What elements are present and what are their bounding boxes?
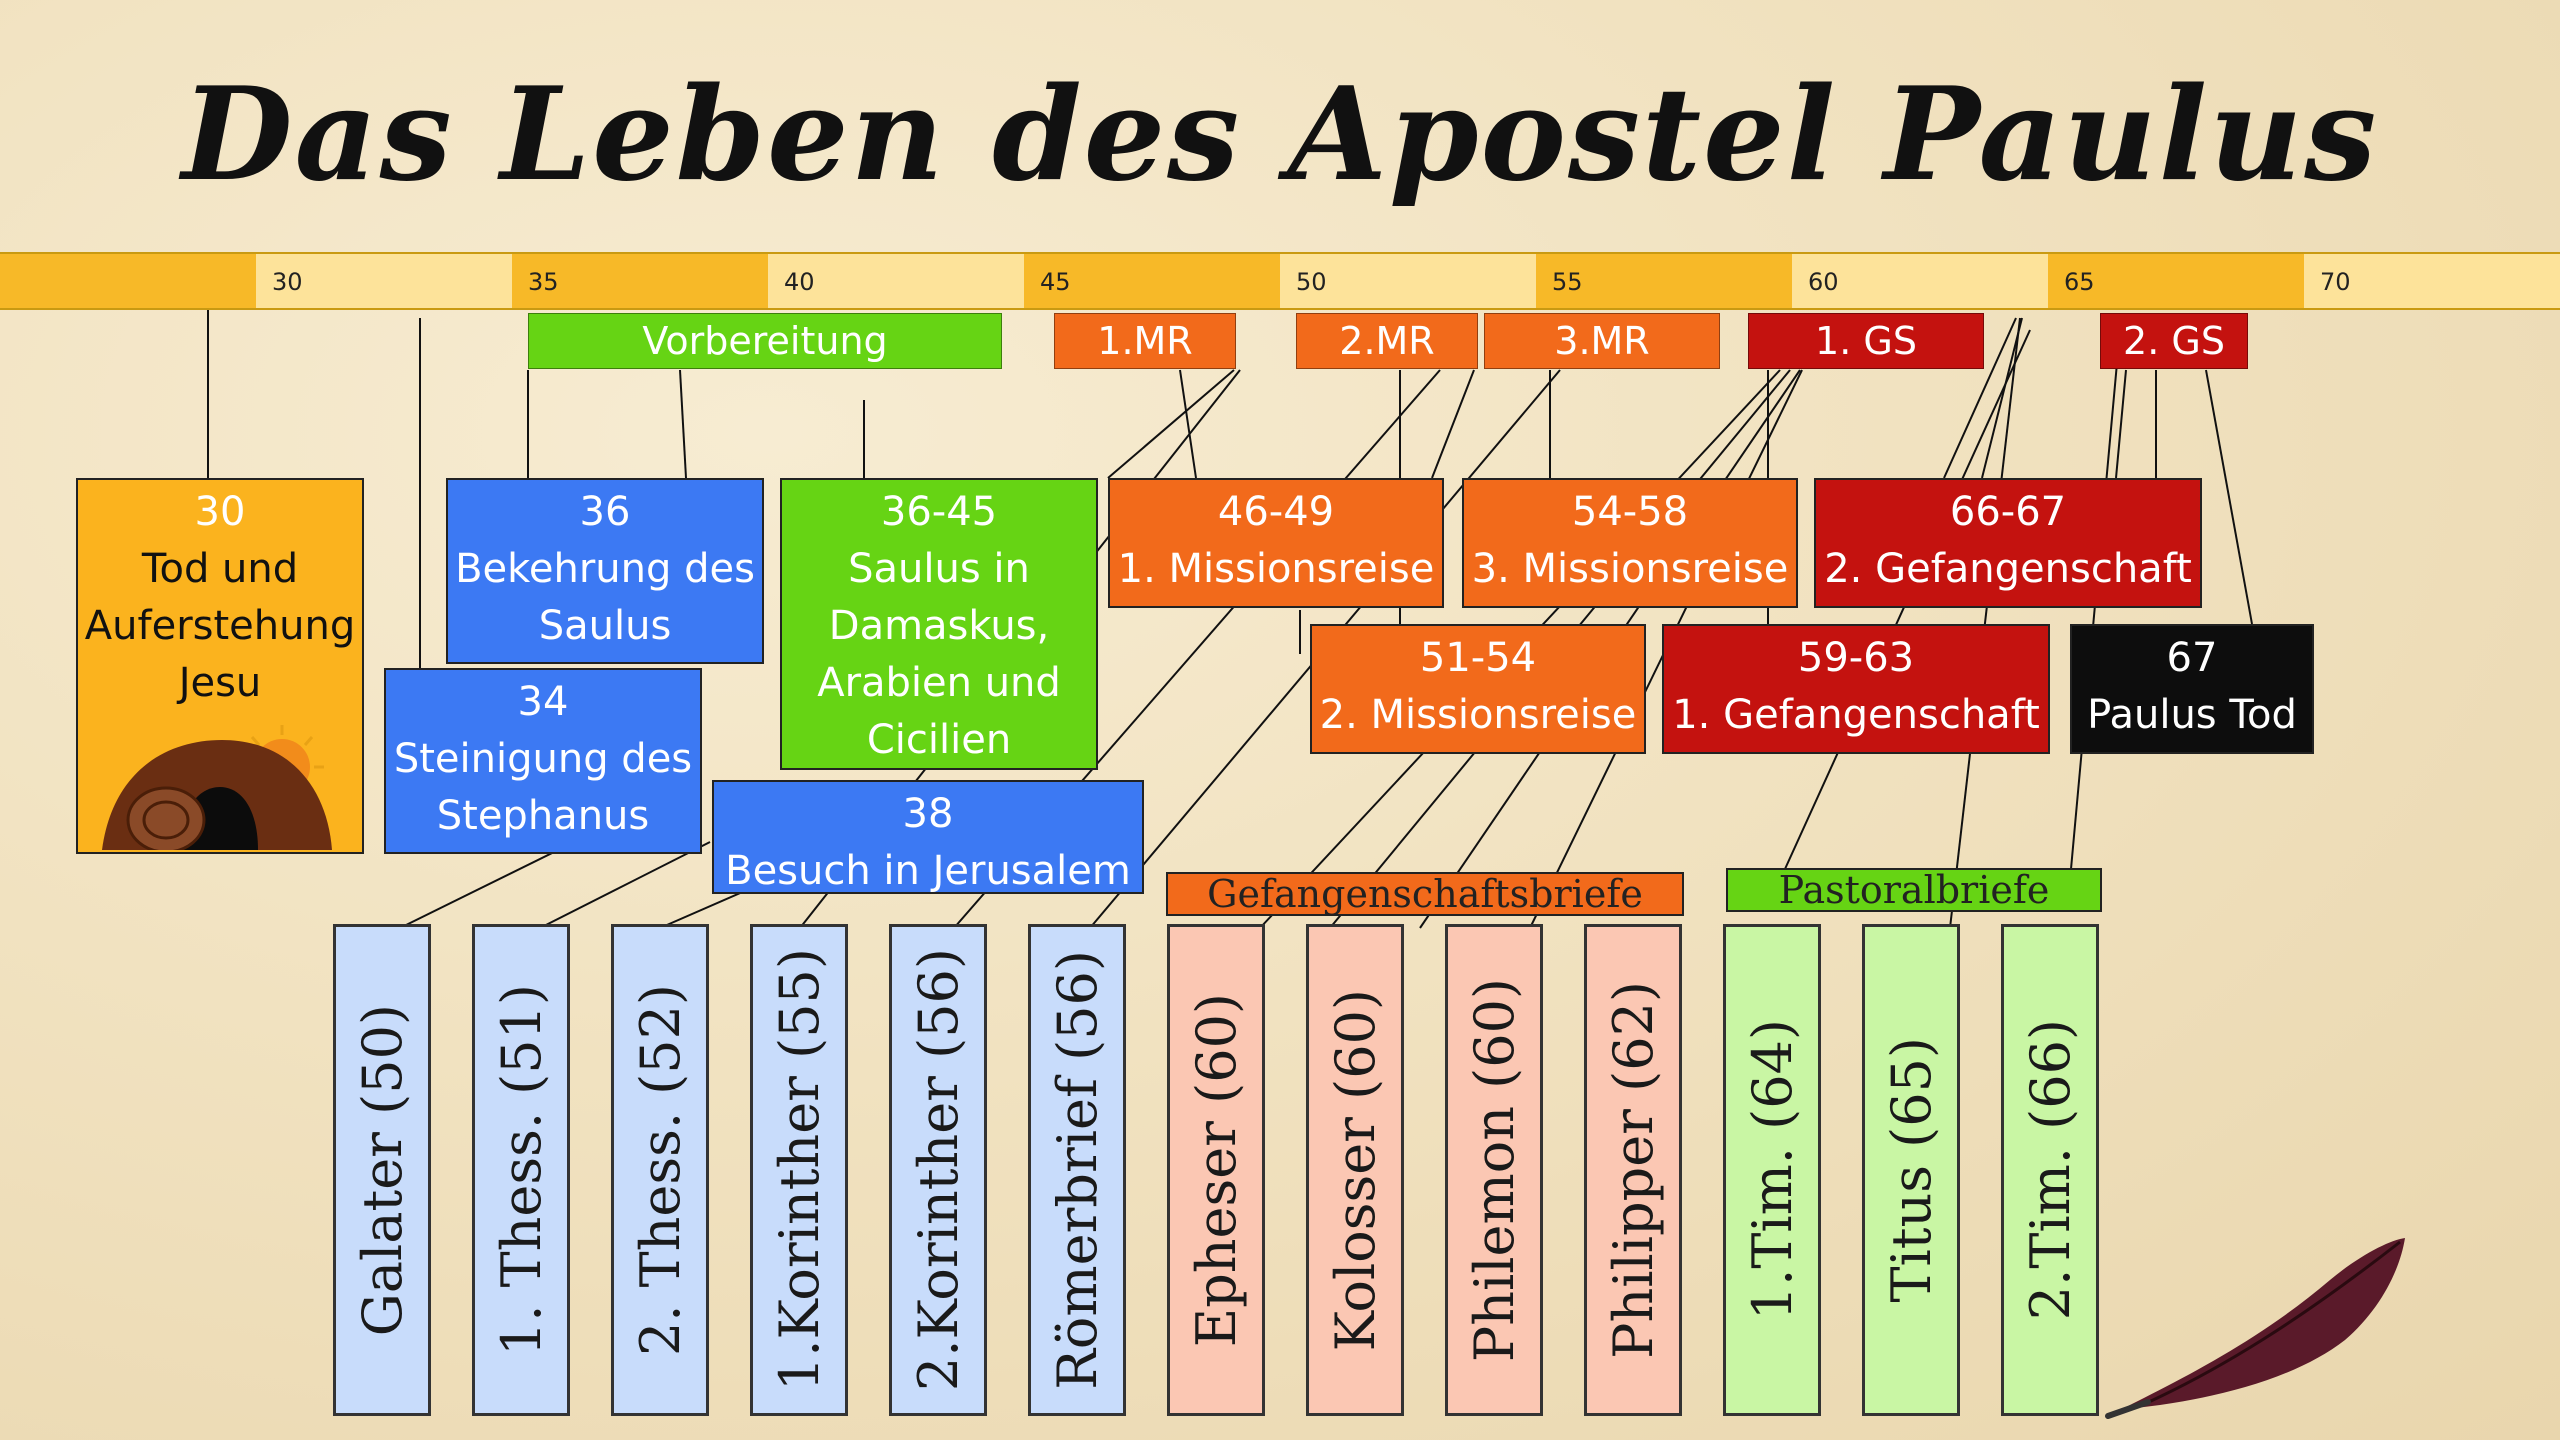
event-2-missionsreise: 51-54 2. Missionsreise [1310, 624, 1646, 754]
letter-title: 2. Thess. (52) [628, 983, 692, 1357]
quill-pen-icon [2105, 1238, 2405, 1419]
event-damaskus: 36-45 Saulus in Damaskus, Arabien und Ci… [780, 478, 1098, 770]
event-text: Tod und [141, 546, 299, 592]
event-year: 54-58 [1571, 489, 1689, 535]
phase-1-mr: 1.MR [1054, 313, 1236, 369]
timeline-segment: 65 [2048, 252, 2304, 310]
event-text: Steinigung des [393, 736, 693, 782]
event-2-gefangenschaft: 66-67 2. Gefangenschaft [1814, 478, 2202, 608]
letter-title: 2.Korinther (56) [906, 948, 970, 1392]
event-text: 1. Missionsreise [1117, 546, 1435, 592]
timeline-tick-label: 45 [1040, 268, 1071, 296]
event-jerusalem: 38 Besuch in Jerusalem [712, 780, 1144, 894]
timeline-tick-label: 40 [784, 268, 815, 296]
event-text: Besuch in Jerusalem [725, 848, 1131, 894]
letter-title: Kolosser (60) [1323, 988, 1387, 1352]
letter-title: 1. Thess. (51) [489, 983, 553, 1357]
timeline-tick-label: 30 [272, 268, 303, 296]
event-text: Paulus Tod [2087, 692, 2297, 738]
category-pastoralbriefe: Pastoralbriefe [1726, 868, 2102, 912]
event-3-missionsreise: 54-58 3. Missionsreise [1462, 478, 1798, 608]
event-year: 36 [579, 489, 631, 535]
event-1-gefangenschaft: 59-63 1. Gefangenschaft [1662, 624, 2050, 754]
event-year: 34 [517, 679, 569, 725]
timeline-segment: 60 [1792, 252, 2048, 310]
event-text: 2. Missionsreise [1319, 692, 1637, 738]
letter-title: Titus (65) [1879, 1037, 1943, 1303]
letter-card: Titus (65) [1862, 924, 1960, 1416]
letter-title: Galater (50) [350, 1003, 414, 1337]
letter-title: Philipper (62) [1601, 981, 1665, 1359]
event-year: 36-45 [880, 489, 998, 535]
event-text: 2. Gefangenschaft [1824, 546, 2192, 592]
event-text: Cicilien [866, 717, 1012, 763]
timeline-segment: 55 [1536, 252, 1792, 310]
letter-title: 2.Tim. (66) [2018, 1019, 2082, 1321]
event-year: 59-63 [1797, 635, 1915, 681]
event-text: Saulus [538, 603, 672, 649]
event-text: 1. Gefangenschaft [1672, 692, 2040, 738]
timeline-segment: 50 [1280, 252, 1536, 310]
tomb-illustration [102, 725, 332, 850]
timeline-segment: 30 [256, 252, 512, 310]
event-text: Stephanus [436, 793, 650, 839]
timeline-tick-label: 55 [1552, 268, 1583, 296]
timeline-bar: 30 35 40 45 50 55 60 65 70 [0, 252, 2560, 310]
event-bekehrung: 36 Bekehrung des Saulus [446, 478, 764, 664]
timeline-tick-label: 35 [528, 268, 559, 296]
event-text: Saulus in [848, 546, 1030, 592]
timeline-segment: 70 [2304, 252, 2560, 310]
phase-2-mr: 2.MR [1296, 313, 1478, 369]
event-text: Bekehrung des [455, 546, 755, 592]
letter-card: Philipper (62) [1584, 924, 1682, 1416]
letter-title: Philemon (60) [1462, 977, 1526, 1363]
letter-card: Philemon (60) [1445, 924, 1543, 1416]
letter-card: 1.Korinther (55) [750, 924, 848, 1416]
letter-card: Epheser (60) [1167, 924, 1265, 1416]
phase-vorbereitung: Vorbereitung [528, 313, 1002, 369]
letter-card: Kolosser (60) [1306, 924, 1404, 1416]
event-text: Auferstehung [84, 603, 356, 649]
event-year: 30 [194, 489, 246, 535]
phase-2-gs: 2. GS [2100, 313, 2248, 369]
timeline-segment: 40 [768, 252, 1024, 310]
event-text: Damaskus, [828, 603, 1050, 649]
event-text: Arabien und [817, 660, 1061, 706]
timeline-segment: 35 [512, 252, 768, 310]
event-year: 51-54 [1419, 635, 1537, 681]
event-year: 46-49 [1217, 489, 1335, 535]
letter-card: 1.Tim. (64) [1723, 924, 1821, 1416]
event-year: 67 [2166, 635, 2218, 681]
event-year: 66-67 [1949, 489, 2067, 535]
timeline-segment: 45 [1024, 252, 1280, 310]
letter-card: 2. Thess. (52) [611, 924, 709, 1416]
event-1-missionsreise: 46-49 1. Missionsreise [1108, 478, 1444, 608]
letter-card: Galater (50) [333, 924, 431, 1416]
timeline-tick-label: 50 [1296, 268, 1327, 296]
phase-1-gs: 1. GS [1748, 313, 1984, 369]
page-title: Das Leben des Apostel Paulus [181, 60, 2379, 210]
event-steinigung: 34 Steinigung des Stephanus [384, 668, 702, 854]
letter-title: 1.Tim. (64) [1740, 1019, 1804, 1321]
event-text: 3. Missionsreise [1471, 546, 1789, 592]
event-text: Jesu [178, 660, 262, 706]
category-gefangenschaftsbriefe: Gefangenschaftsbriefe [1166, 872, 1684, 916]
timeline-tick-label: 60 [1808, 268, 1839, 296]
letter-card: 2.Tim. (66) [2001, 924, 2099, 1416]
letter-card: Römerbrief (56) [1028, 924, 1126, 1416]
phase-3-mr: 3.MR [1484, 313, 1720, 369]
letter-card: 2.Korinther (56) [889, 924, 987, 1416]
timeline-segment [0, 252, 256, 310]
letter-card: 1. Thess. (51) [472, 924, 570, 1416]
timeline-tick-label: 70 [2320, 268, 2351, 296]
letter-title: Epheser (60) [1184, 992, 1248, 1348]
timeline-tick-label: 65 [2064, 268, 2095, 296]
event-year: 38 [902, 791, 954, 837]
event-paulus-tod: 67 Paulus Tod [2070, 624, 2314, 754]
letter-title: 1.Korinther (55) [767, 948, 831, 1392]
letter-title: Römerbrief (56) [1045, 950, 1109, 1390]
